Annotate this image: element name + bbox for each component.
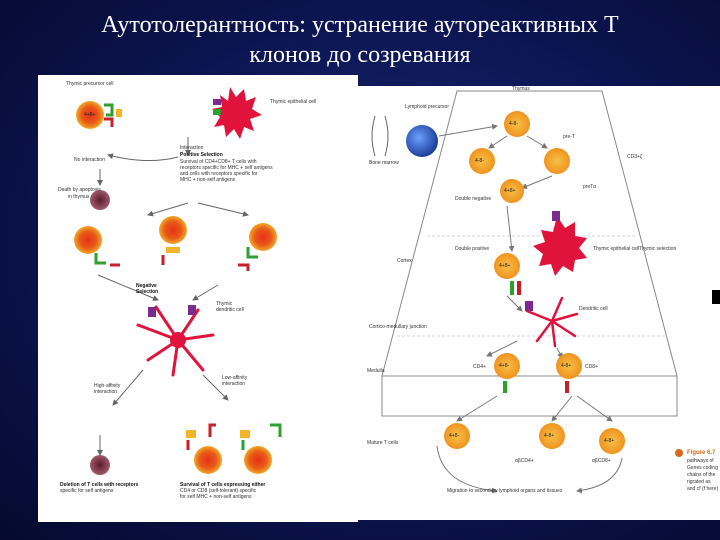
label-deletion-1: Deletion of T cells with receptors bbox=[60, 482, 139, 488]
lymphoid-precursor-cell bbox=[406, 125, 438, 157]
label-tcr-cd4: αβCD4+ bbox=[515, 458, 534, 464]
label-positive-desc-4: MHC + non-self antigens bbox=[180, 177, 236, 183]
label-double-negative: Double negative bbox=[455, 196, 492, 202]
surviving-cell-3 bbox=[208, 423, 282, 437]
caption-line-2: pathways of bbox=[687, 458, 714, 464]
label-high-affinity: High-affinity bbox=[94, 383, 121, 389]
cell-label-dp1: 4+8+ bbox=[504, 188, 516, 194]
caption-line-1: Figure 6.7 bbox=[687, 450, 716, 456]
slide-title: Аутотолерантность: устранение аутореакти… bbox=[0, 10, 720, 70]
apoptotic-cell-2 bbox=[90, 455, 110, 475]
label-cortico-medullary: Cortico-medullary junction bbox=[369, 324, 427, 330]
label-high-affinity-2: interaction bbox=[94, 389, 118, 395]
thymic-epithelial-cell-right bbox=[533, 211, 587, 276]
caption-bullet bbox=[675, 449, 683, 457]
left-figure-panel: Thymic precursor cell Thymic epithelial … bbox=[38, 75, 358, 522]
label-double-positive: Double positive bbox=[455, 246, 490, 252]
label-positive-selection: Positive Selection bbox=[180, 152, 223, 158]
label-medulla: Medulla bbox=[367, 368, 385, 374]
apoptotic-cell-1 bbox=[90, 190, 110, 210]
positive-selected-cell-1 bbox=[74, 226, 120, 267]
label-deletion-2: specific for self antigens bbox=[60, 488, 114, 494]
label-survival-2: CD4 or CD8 (self-tolerant) specific bbox=[180, 488, 257, 494]
double-negative-cell-3 bbox=[544, 148, 570, 174]
single-positive-cd4-cell bbox=[494, 353, 520, 379]
mature-t-cell-2 bbox=[539, 423, 565, 449]
label-epithelial: Thymic epithelial cell bbox=[270, 99, 317, 105]
title-line-1: Аутотолерантность: устранение аутореакти… bbox=[101, 12, 619, 38]
title-line-2: клонов до созревания bbox=[249, 42, 471, 68]
label-migration: Migration to secondary lymphoid organs a… bbox=[447, 488, 563, 494]
label-mature-t: Mature T cells bbox=[367, 440, 399, 446]
label-negative-selection-2: Selection bbox=[136, 289, 159, 295]
cell-label-dn2: 4-8- bbox=[475, 158, 484, 164]
label-positive-desc-1: Survival of CD4+CD8+ T cells with bbox=[180, 159, 257, 165]
label-precursor: Thymic precursor cell bbox=[66, 81, 114, 87]
label-pre-t: pre-T bbox=[563, 134, 575, 140]
label-bone-marrow: Bone marrow bbox=[369, 160, 399, 166]
double-positive-cell-1 bbox=[500, 179, 524, 203]
label-cortex: Cortex bbox=[397, 258, 412, 264]
label-cd8: CD8+ bbox=[585, 364, 598, 370]
right-figure-diagram bbox=[371, 90, 683, 494]
caption-line-3: Genes coding bbox=[687, 465, 718, 471]
cell-label-sp4: 4+8- bbox=[499, 363, 510, 369]
label-thymic-selection: Thymic selection bbox=[639, 246, 677, 252]
caption-line-6: and cf (f here) bbox=[687, 486, 719, 492]
cell-label-m2: 4-8+ bbox=[544, 433, 555, 439]
label-interaction: Interaction bbox=[180, 145, 204, 151]
surviving-cell-1 bbox=[186, 430, 222, 474]
cell-label-m1: 4+8- bbox=[449, 433, 460, 439]
label-no-interaction: No interaction bbox=[74, 157, 105, 163]
caption-line-4: chains of the bbox=[687, 472, 716, 478]
mature-t-cell-3 bbox=[599, 428, 625, 454]
label-thymic-epithelial: Thymic epithelial cell bbox=[593, 246, 640, 252]
label-tcr-cd8: αβCD8+ bbox=[592, 458, 611, 464]
left-figure-diagram bbox=[74, 87, 282, 475]
label-lymphoid-precursor: Lymphoid precursor bbox=[405, 104, 450, 110]
right-figure-panel: Thymus Lymphoid precursor Bone marrow 4-… bbox=[347, 86, 720, 520]
label-thymus-top: Thymus bbox=[512, 86, 530, 92]
epithelial-cell-left bbox=[212, 87, 262, 139]
cell-label-sp8: 4-8+ bbox=[561, 363, 572, 369]
label-survival-1: Survival of T cells expressing either bbox=[180, 482, 266, 488]
label-survival-3: for self MHC + non-self antigens bbox=[180, 494, 252, 500]
double-negative-cell-2 bbox=[469, 148, 495, 174]
mature-t-cell-1 bbox=[444, 423, 470, 449]
caption-line-5: rigrated as bbox=[687, 479, 711, 485]
double-negative-cell-1 bbox=[504, 111, 530, 137]
label-pre-tcr: preTα bbox=[583, 184, 597, 190]
slide-edge-mark bbox=[712, 290, 720, 304]
dendritic-cell-right bbox=[525, 296, 579, 348]
label-apoptosis-2: in thymus bbox=[68, 194, 90, 200]
label-negative-selection: Negative bbox=[136, 283, 157, 289]
positive-selected-cell-3 bbox=[238, 223, 277, 271]
label-cd3: CD3+ζ bbox=[627, 154, 643, 160]
single-positive-cd8-cell bbox=[556, 353, 582, 379]
surviving-cell-2 bbox=[240, 430, 272, 474]
cell-label-precursor: 4+8+ bbox=[84, 112, 96, 118]
label-low-affinity: Low-affinity bbox=[222, 375, 248, 381]
label-low-affinity-2: interaction bbox=[222, 381, 246, 387]
label-positive-desc-2: receptors specific for MHC + self antige… bbox=[180, 165, 273, 171]
thymic-dendritic-cell-left bbox=[136, 305, 215, 377]
cell-label-dp2: 4+8+ bbox=[499, 263, 511, 269]
label-dendritic-2: dendritic cell bbox=[216, 307, 244, 313]
label-dendritic: Thymic bbox=[216, 301, 233, 307]
double-positive-cell-2 bbox=[494, 253, 520, 279]
cell-label-m3: 4-8+ bbox=[604, 438, 615, 444]
label-dendritic-cell: Dendritic cell bbox=[579, 306, 608, 312]
positive-selected-cell-2 bbox=[159, 216, 187, 265]
label-apoptosis: Death by apoptosis bbox=[58, 187, 101, 193]
label-cd4: CD4+ bbox=[473, 364, 486, 370]
label-positive-desc-3: and cells with receptors specific for bbox=[180, 171, 258, 177]
precursor-cell bbox=[76, 101, 122, 129]
cell-label-dn: 4-8- bbox=[509, 121, 518, 127]
